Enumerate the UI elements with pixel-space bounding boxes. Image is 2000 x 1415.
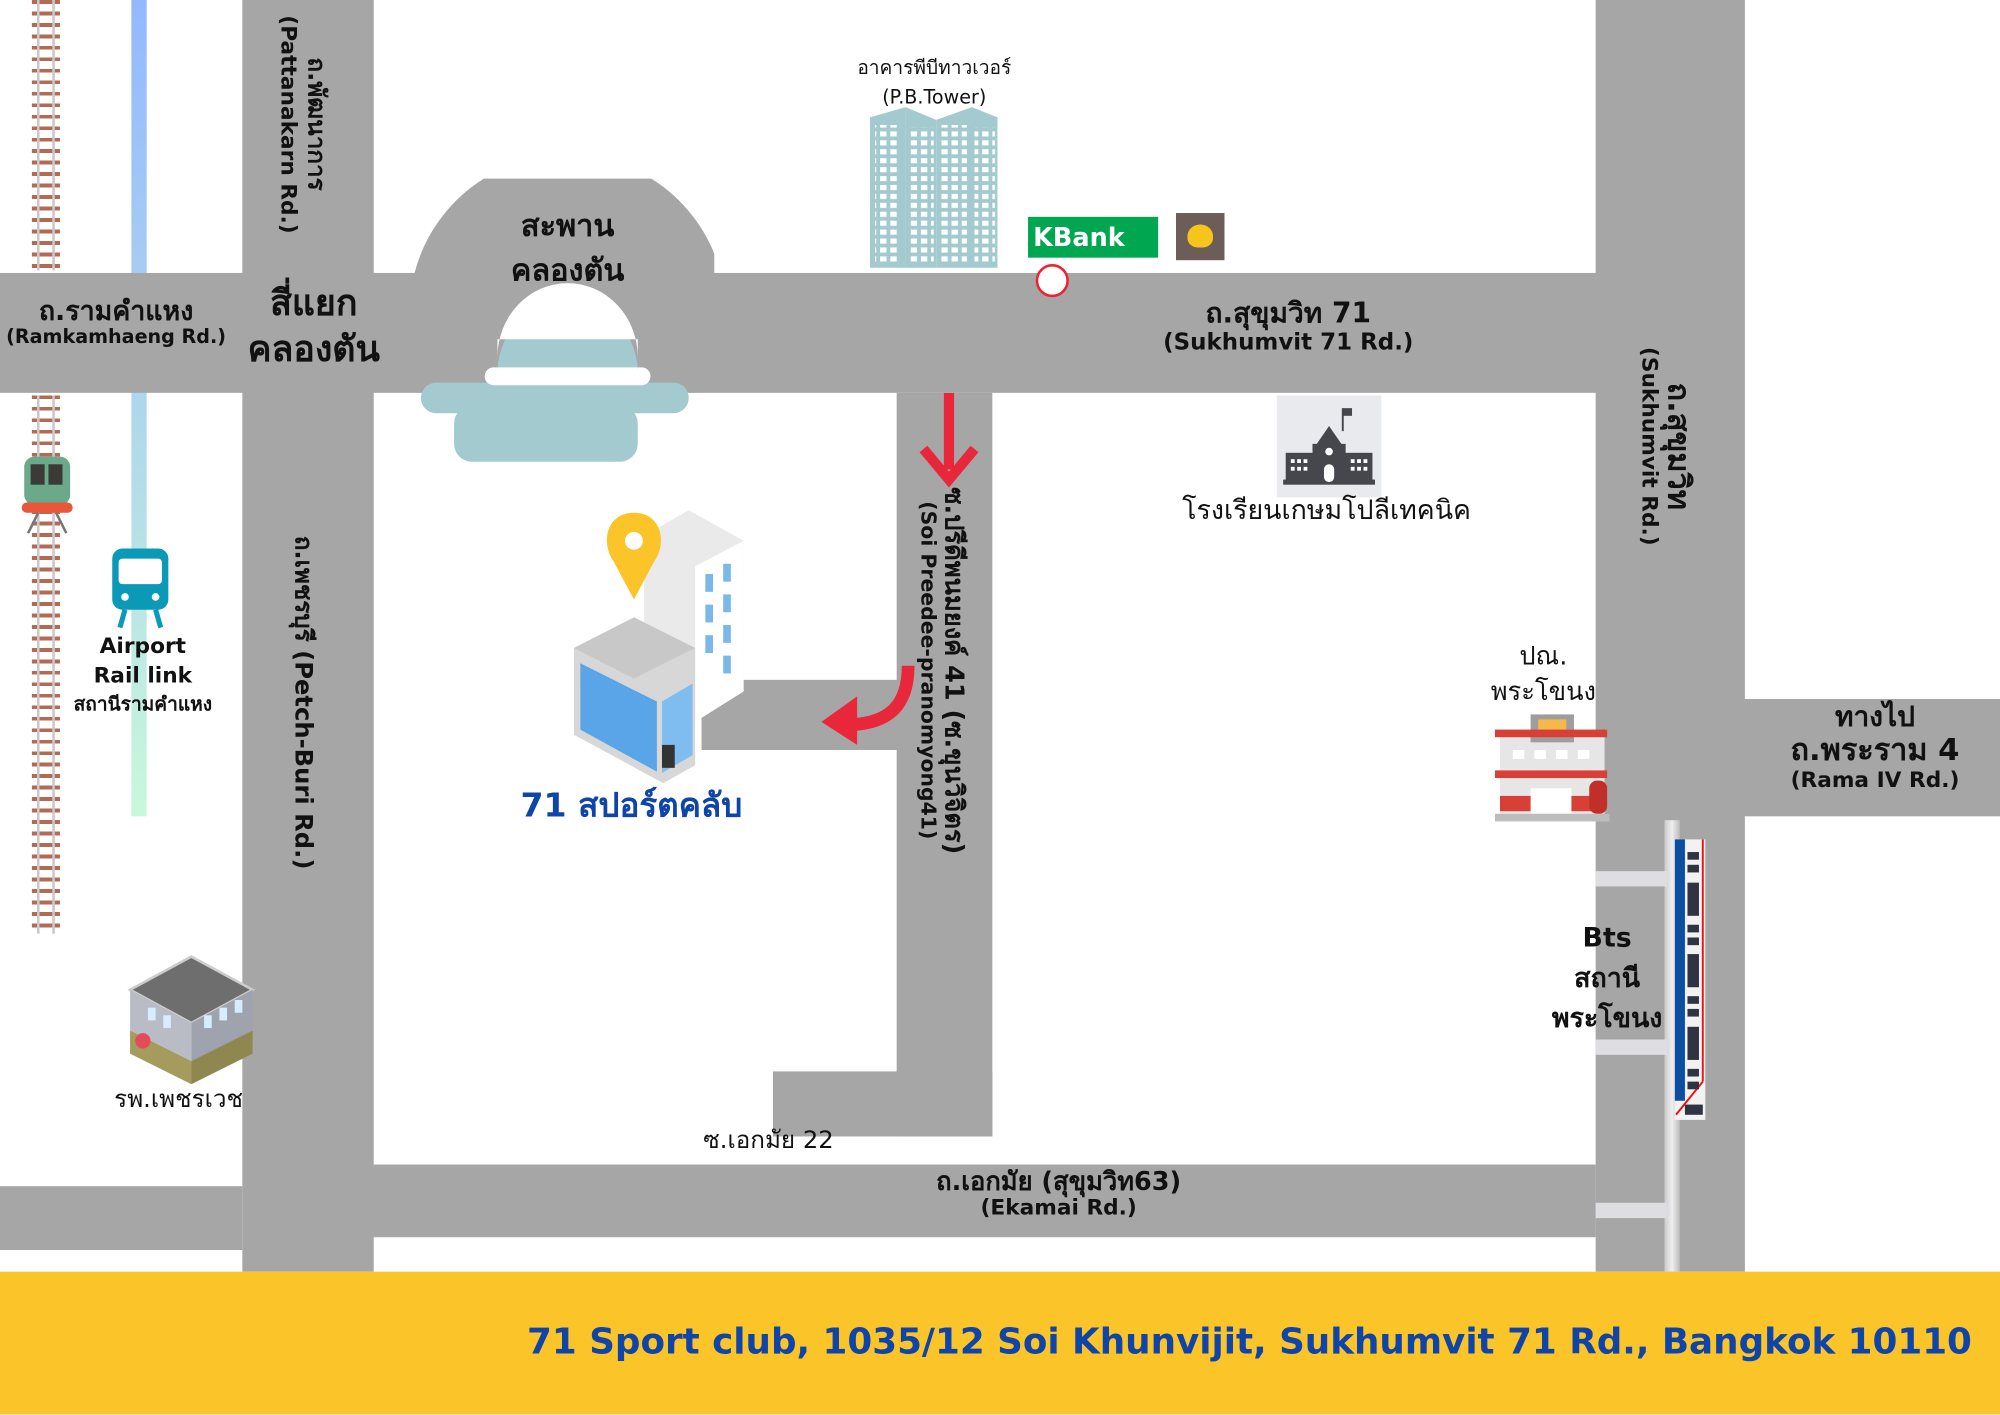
rama4-line2: ถ.พระราม 4 xyxy=(1790,732,1960,769)
bts-label: Bts สถานี พระโขนง xyxy=(1537,918,1677,1039)
hospital-icon xyxy=(127,955,256,1085)
soi-preedee-label: ซ.ปรีดีพนมยงค์ 41 (ซ.ขุนวิจิตร) (Soi Pre… xyxy=(916,487,970,855)
bridge-line2: คลองตัน xyxy=(510,252,625,289)
pattanakarn-en: (Pattanakarn Rd.) xyxy=(275,15,301,234)
soi-ekamai22-road xyxy=(772,1071,993,1137)
soi-preedee-en: (Soi Preedee-pranomyong41) xyxy=(916,501,941,840)
krungsri-logo-icon xyxy=(1176,213,1225,261)
post-office-icon xyxy=(1494,714,1610,822)
pb-tower-label: อาคารพีบีทาวเวอร์ (P.B.Tower) xyxy=(842,54,1027,111)
train-icon xyxy=(21,456,73,534)
ekamai22-label: ซ.เอกมัย 22 xyxy=(703,1126,834,1155)
airport-rail-link-train-icon xyxy=(112,548,169,629)
airport-link-line3: สถานีรามคำแหง xyxy=(73,692,213,716)
ramkhamhaeng-label: ถ.รามคำแหง (Ramkamhaeng Rd.) xyxy=(0,296,232,349)
sport-club-building-icon xyxy=(573,510,744,784)
pb-tower-icon xyxy=(869,107,998,268)
bridge-and-canal xyxy=(414,178,715,462)
ramkhamhaeng-en: (Ramkamhaeng Rd.) xyxy=(6,325,226,349)
school-icon xyxy=(1276,395,1382,498)
intersection-label: สี่แยก คลองตัน xyxy=(232,281,395,374)
bts-pillar xyxy=(1595,1202,1668,1219)
rama4-road xyxy=(1743,698,2000,817)
airport-link-line2: Rail link xyxy=(93,663,193,689)
soi-preedee-road xyxy=(896,392,993,1137)
sukhumvit-label: ถ.สุขุมวิท (Sukhumvit Rd.) xyxy=(1635,346,1697,546)
rama4-line1: ทางไป xyxy=(1835,701,1915,734)
bts-train-icon xyxy=(1674,839,1706,1120)
ekamai-th: ถ.เอกมัย (สุขุมวิท63) xyxy=(936,1165,1182,1197)
sukhumvit71-th: ถ.สุขุมวิท 71 xyxy=(1205,298,1372,331)
kbank-leaf-icon xyxy=(1035,263,1069,297)
kbank-text: KBank xyxy=(1033,221,1125,253)
airport-rail-link-line xyxy=(131,0,147,817)
bridge-label: สะพาน คลองตัน xyxy=(485,204,651,293)
soi-preedee-th: ซ.ปรีดีพนมยงค์ 41 (ซ.ขุนวิจิตร) xyxy=(939,487,970,855)
pb-tower-en: (P.B.Tower) xyxy=(882,84,987,108)
post-office-line1: ปณ. xyxy=(1519,640,1568,671)
pb-tower-th: อาคารพีบีทาวเวอร์ xyxy=(857,56,1012,80)
post-office-label: ปณ. พระโขนง xyxy=(1467,638,1620,709)
rama4-en: (Rama IV Rd.) xyxy=(1790,767,1960,794)
sukhumvit71-en: (Sukhumvit 71 Rd.) xyxy=(1163,329,1414,357)
pattanakarn-label: ถ.พัฒนาการ (Pattanakarn Rd.) xyxy=(273,15,330,234)
ramkhamhaeng-th: ถ.รามคำแหง xyxy=(38,295,194,327)
intersection-line2: คลองตัน xyxy=(247,328,380,371)
bts-line3: พระโขนง xyxy=(1551,1002,1663,1034)
ekamai-road xyxy=(372,1164,1596,1238)
bts-pillar xyxy=(1595,871,1668,887)
post-office-line2: พระโขนง xyxy=(1490,676,1596,707)
bts-line1: Bts xyxy=(1582,922,1632,953)
pattanakarn-road xyxy=(242,0,374,1272)
sukhumvit-th: ถ.สุขุมวิท xyxy=(1660,382,1697,510)
ekamai-label: ถ.เอกมัย (สุขุมวิท63) (Ekamai Rd.) xyxy=(893,1165,1225,1221)
bts-pillar xyxy=(1595,1039,1668,1055)
left-lower-road xyxy=(0,1186,243,1250)
railway-track xyxy=(31,0,60,271)
intersection-line1: สี่แยก xyxy=(270,281,358,324)
ekamai-en: (Ekamai Rd.) xyxy=(980,1195,1137,1221)
petchburi-label: ถ.เพชรบุรี (Petch-Buri Rd.) xyxy=(288,535,318,870)
kbank-logo: KBank xyxy=(1028,216,1159,297)
address-text: 71 Sport club, 1035/12 Soi Khunvijit, Su… xyxy=(527,1320,1972,1363)
direction-arrow-turn-icon xyxy=(821,665,915,745)
ramkhamhaeng-sukhumvit71-road xyxy=(0,272,1597,393)
bts-line2: สถานี xyxy=(1574,962,1641,993)
sukhumvit71-label: ถ.สุขุมวิท 71 (Sukhumvit 71 Rd.) xyxy=(1122,298,1454,357)
address-footer: 71 Sport club, 1035/12 Soi Khunvijit, Su… xyxy=(0,1271,2000,1415)
school-label: โรงเรียนเกษมโปลีเทคนิค xyxy=(1182,494,1471,526)
direction-arrow-down-icon xyxy=(919,392,979,488)
petchburi-text: ถ.เพชรบุรี (Petch-Buri Rd.) xyxy=(289,535,318,870)
bridge-line1: สะพาน xyxy=(520,207,615,244)
airport-link-label: Airport Rail link สถานีรามคำแหง xyxy=(54,633,233,717)
sport-club-label: 71 สปอร์ตคลับ xyxy=(520,786,743,826)
pattanakarn-th: ถ.พัฒนาการ xyxy=(301,57,330,192)
airport-link-line1: Airport xyxy=(99,633,187,660)
sukhumvit-en: (Sukhumvit Rd.) xyxy=(1635,346,1662,546)
hospital-label: รพ.เพชรเวช xyxy=(114,1085,243,1114)
rama4-label: ทางไป ถ.พระราม 4 (Rama IV Rd.) xyxy=(1754,702,1996,794)
